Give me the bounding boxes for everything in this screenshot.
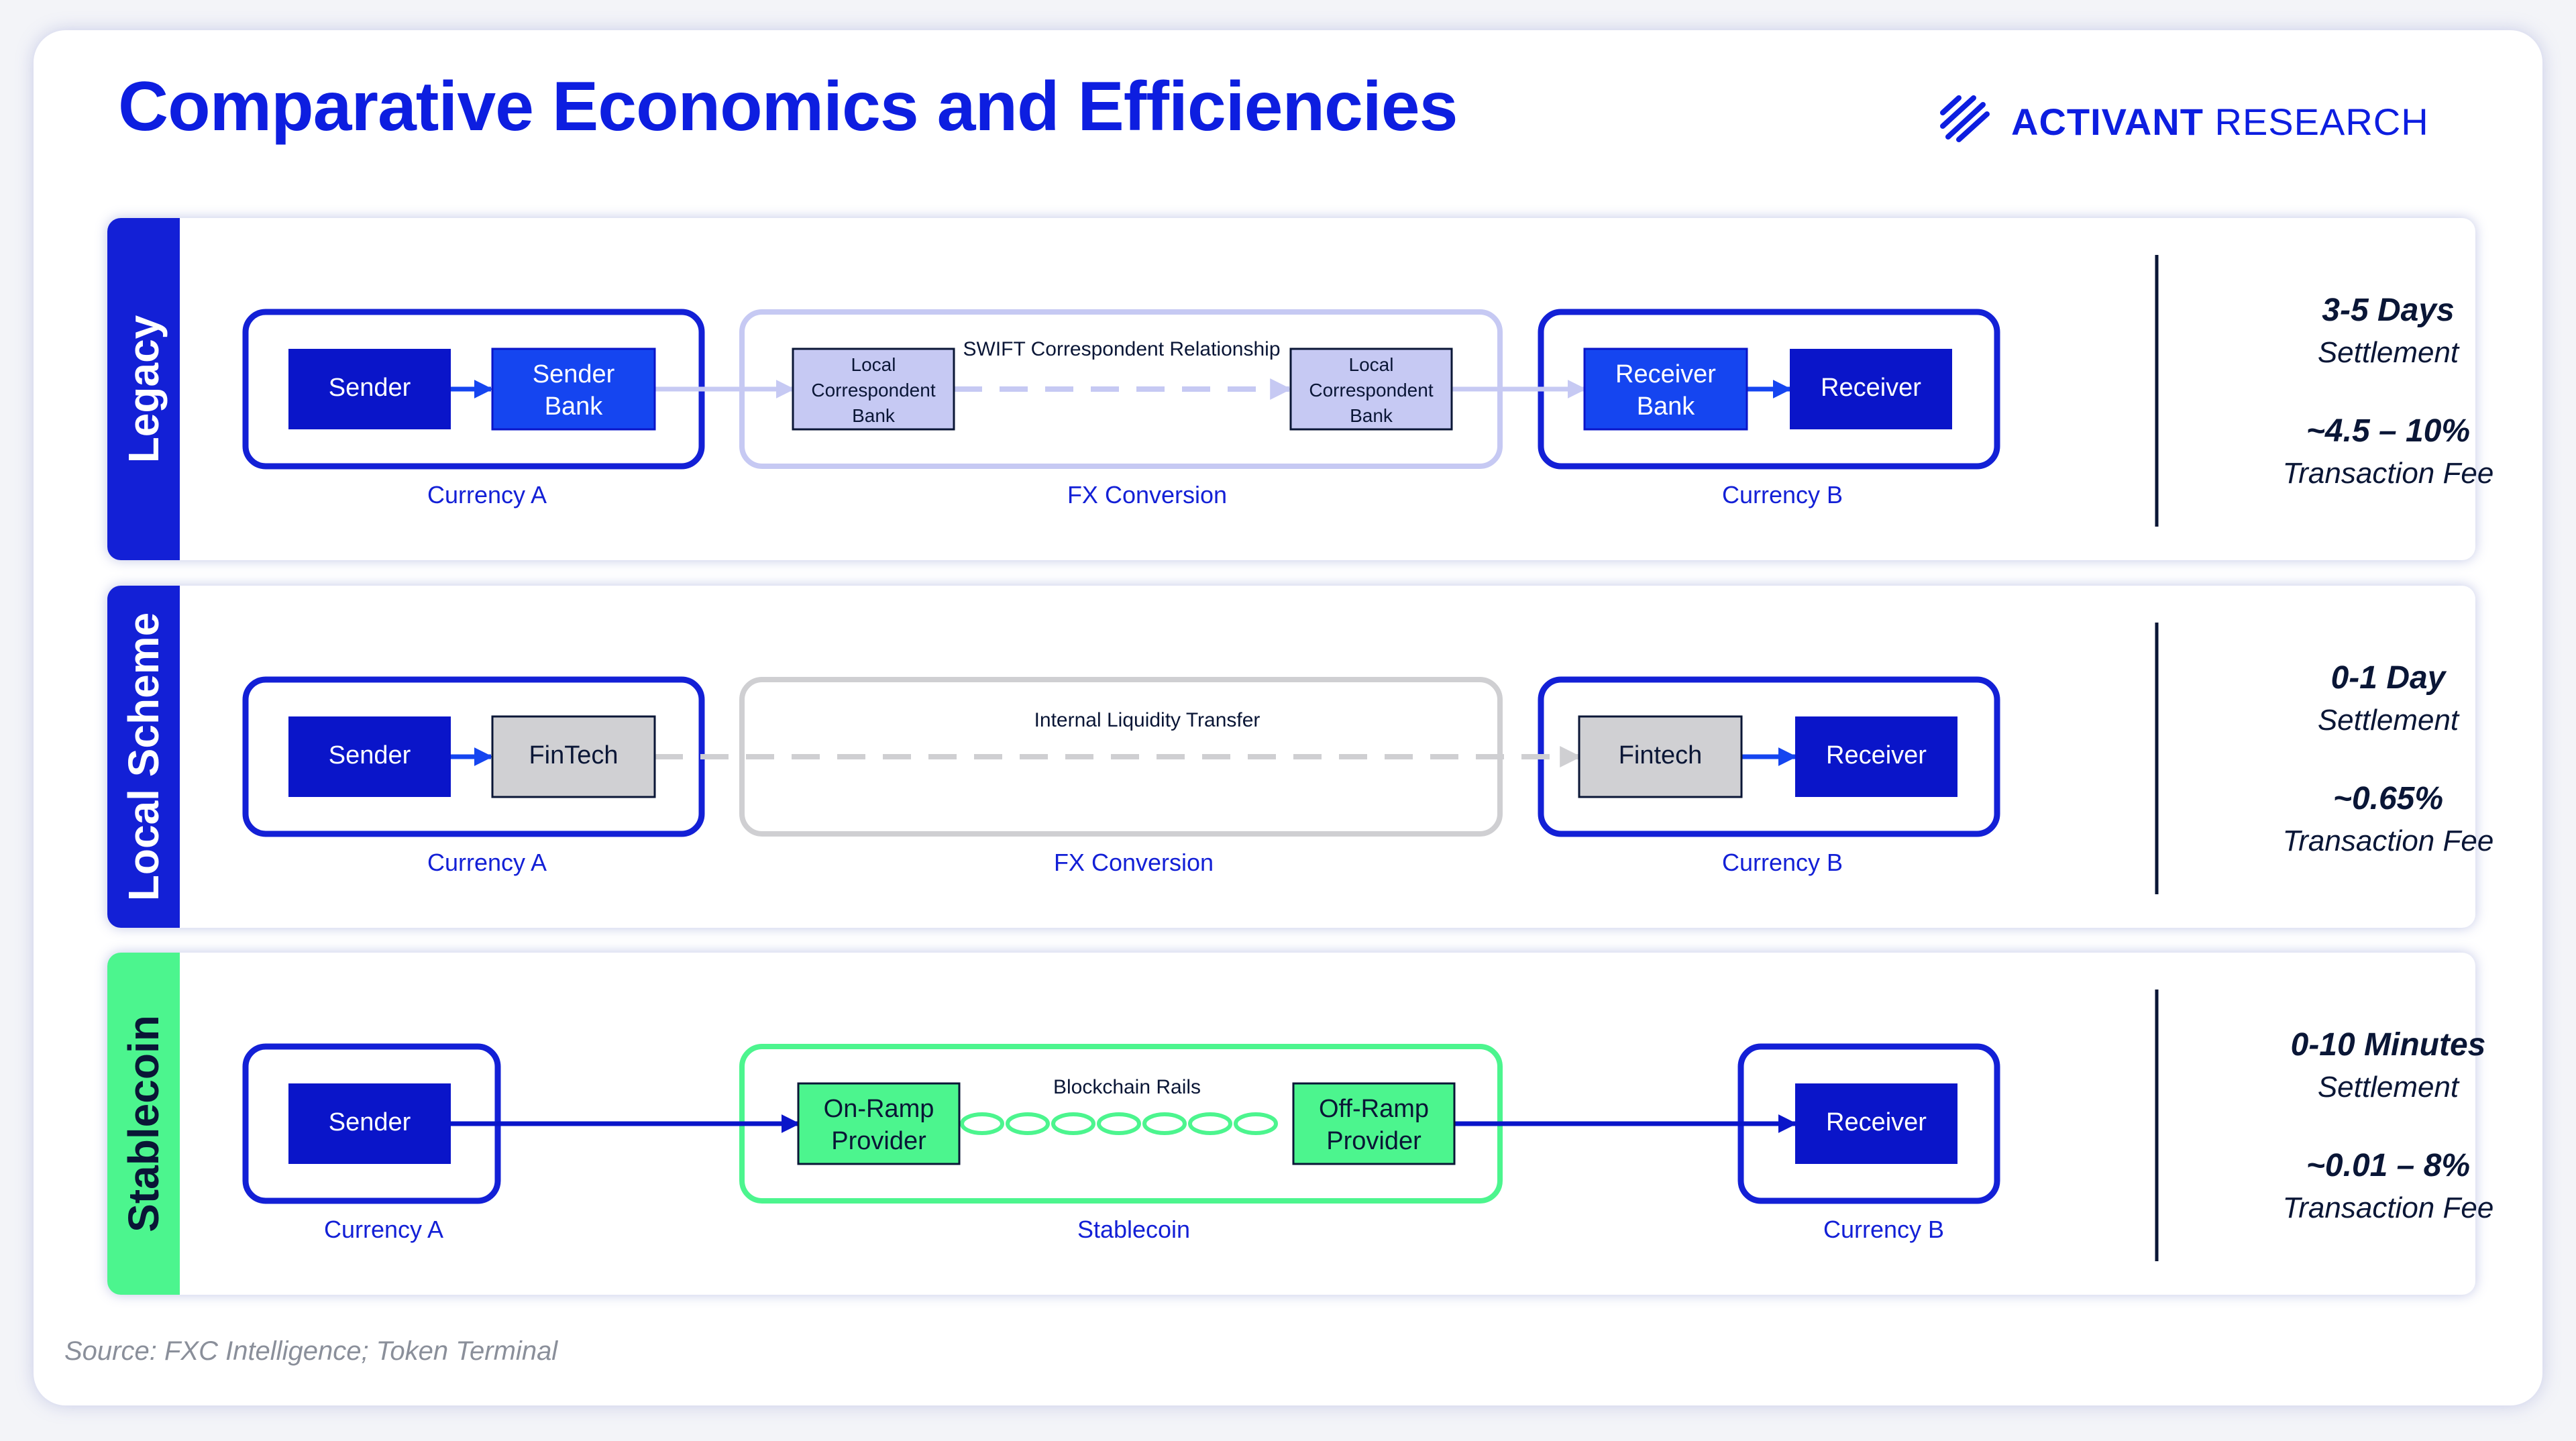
- middle-caption: Internal Liquidity Transfer: [1034, 709, 1260, 731]
- node-fintech-b-label: Fintech: [1619, 741, 1703, 769]
- node-sender: [288, 1083, 451, 1164]
- fee-label: Transaction Fee: [2282, 1191, 2494, 1224]
- settlement-label: Settlement: [2317, 704, 2459, 737]
- node-local-correspondent-bank-b: [1289, 348, 1453, 431]
- blockchain-chain-icon: [960, 1112, 1278, 1135]
- brand-mark-icon: [1940, 95, 1990, 142]
- stats-local-scheme: 0-1 Day Settlement ~0.65% Transaction Fe…: [2187, 586, 2576, 928]
- brand-name: ACTIVANT RESEARCH: [2011, 100, 2429, 143]
- caption-currency-b: Currency B: [1722, 849, 1843, 876]
- caption-fx-conversion: FX Conversion: [1054, 849, 1214, 876]
- fee-value: ~0.01 – 8%: [2306, 1148, 2471, 1183]
- node-local-correspondent-bank-a: [792, 348, 955, 431]
- node-receiver: [1795, 1083, 1957, 1164]
- caption-stablecoin: Stablecoin: [1077, 1216, 1190, 1243]
- fee-value: ~0.65%: [2332, 781, 2444, 816]
- caption-currency-a: Currency A: [427, 481, 547, 509]
- middle-caption: SWIFT Correspondent Relationship: [963, 338, 1281, 360]
- settlement-value: 0-1 Day: [2330, 660, 2446, 696]
- node-sender-label: Sender: [329, 1108, 411, 1136]
- node-receiver-label: Receiver: [1826, 1108, 1927, 1136]
- node-sender: [288, 716, 451, 797]
- fee-value: ~4.5 – 10%: [2306, 413, 2471, 449]
- fee-label: Transaction Fee: [2282, 457, 2494, 490]
- node-receiver-bank: [1583, 348, 1748, 431]
- caption-currency-a: Currency A: [324, 1216, 443, 1243]
- page-title: Comparative Economics and Efficiencies: [118, 68, 1458, 146]
- node-on-ramp-provider: [797, 1082, 961, 1165]
- node-sender: [288, 349, 451, 429]
- stats-legacy: 3-5 Days Settlement ~4.5 – 10% Transacti…: [2187, 218, 2576, 560]
- node-receiver: [1795, 716, 1957, 797]
- node-receiver-label: Receiver: [1826, 741, 1927, 769]
- caption-currency-b: Currency B: [1823, 1216, 1944, 1243]
- node-receiver-label: Receiver: [1821, 374, 1921, 402]
- middle-caption: Blockchain Rails: [1053, 1076, 1201, 1098]
- node-sender-label: Sender: [329, 741, 411, 769]
- node-fintech-b: [1578, 715, 1743, 798]
- row-label-stablecoin: Stablecoin: [107, 953, 180, 1295]
- node-off-ramp-provider: [1292, 1082, 1456, 1165]
- local-scheme-flow-diagram: Sender FinTech Fintech Receiver Internal…: [242, 623, 2159, 894]
- fee-label: Transaction Fee: [2282, 824, 2494, 857]
- caption-fx-conversion: FX Conversion: [1067, 481, 1227, 509]
- node-fintech-a: [491, 715, 656, 798]
- node-receiver: [1790, 349, 1952, 429]
- settlement-label: Settlement: [2317, 1071, 2459, 1104]
- row-label-local-scheme: Local Scheme: [107, 586, 180, 928]
- node-sender-bank: [491, 348, 656, 431]
- brand-logo: ACTIVANT RESEARCH: [1939, 93, 2429, 150]
- source-note: Source: FXC Intelligence; Token Terminal: [64, 1336, 558, 1366]
- caption-currency-b: Currency B: [1722, 481, 1843, 509]
- stats-stablecoin: 0-10 Minutes Settlement ~0.01 – 8% Trans…: [2187, 953, 2576, 1295]
- settlement-value: 3-5 Days: [2322, 292, 2455, 328]
- row-local-scheme: Local Scheme Sender FinTech Fintech Rece…: [107, 586, 2493, 928]
- settlement-value: 0-10 Minutes: [2290, 1027, 2486, 1063]
- node-fintech-a-label: FinTech: [529, 741, 618, 769]
- settlement-label: Settlement: [2317, 336, 2459, 369]
- row-label-legacy: Legacy: [107, 218, 180, 560]
- caption-currency-a: Currency A: [427, 849, 547, 876]
- node-sender-label: Sender: [329, 374, 411, 402]
